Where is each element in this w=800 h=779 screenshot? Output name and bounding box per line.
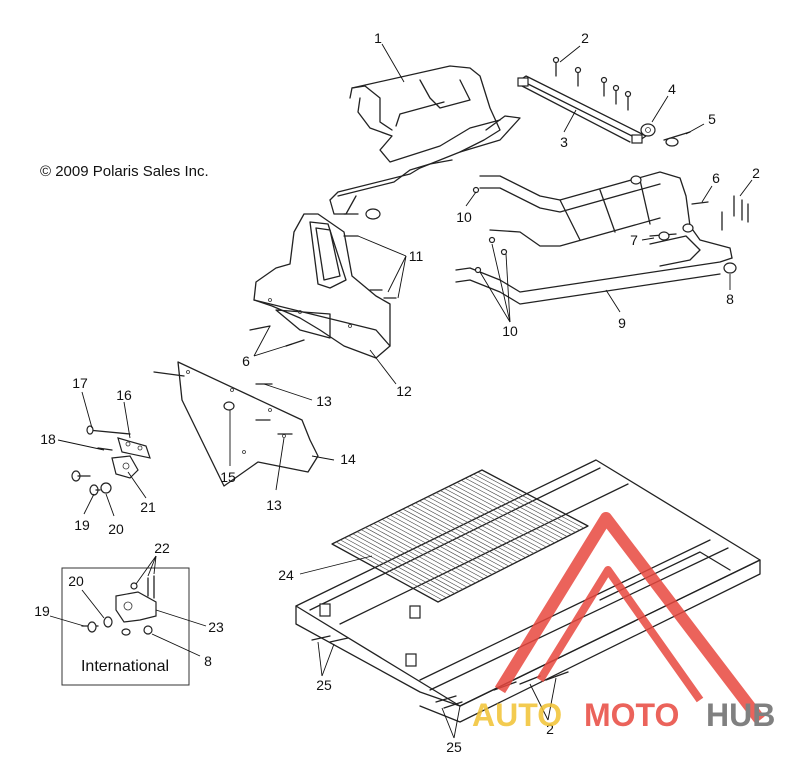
grating-slat (348, 535, 455, 594)
watermark-auto: AUTO (472, 697, 562, 733)
grating-slat (423, 498, 530, 556)
bolts-11 (343, 213, 397, 299)
callout-5: 5 (708, 111, 716, 127)
grating-slat (373, 523, 480, 582)
watermark-logo: AUTO MOTO HUB (472, 512, 775, 733)
grating-slat (394, 512, 501, 571)
grating-slat (411, 504, 518, 563)
grating-slat (365, 527, 472, 586)
grating-slat (344, 537, 451, 596)
callout-13-bottom: 13 (266, 497, 282, 513)
callout-3: 3 (560, 134, 568, 150)
callout-17: 17 (72, 375, 88, 391)
callout-10-top: 10 (456, 209, 472, 225)
bolt-7 (649, 231, 677, 241)
part-rear-frame (455, 171, 733, 305)
grating-slat (386, 517, 493, 575)
part-grating (331, 469, 589, 603)
grating-slat (477, 471, 584, 529)
callout-9: 9 (618, 315, 626, 331)
grating-slat (390, 514, 497, 573)
nut-4 (640, 123, 656, 137)
grating-slat (352, 533, 459, 592)
grating-slat (336, 541, 443, 601)
bolt-group-right (721, 195, 749, 231)
callout-18: 18 (40, 431, 56, 447)
grating-slat (452, 484, 559, 542)
grating-slat (448, 486, 555, 544)
grating-slat (402, 508, 509, 567)
callout-12: 12 (396, 383, 412, 399)
grating-slat (381, 519, 489, 577)
callout-24: 24 (278, 567, 294, 583)
grating-slat (427, 496, 534, 554)
grating-slat (469, 475, 576, 533)
part-hitch-bracket (253, 213, 391, 359)
part-flap (177, 361, 319, 487)
callout-11: 11 (409, 248, 424, 264)
callout-4: 4 (668, 81, 676, 97)
callout-16: 16 (116, 387, 132, 403)
grating-slat (436, 492, 543, 550)
callout-25-upper: 25 (316, 677, 332, 693)
part-cross-bar (517, 75, 647, 144)
callout-15: 15 (220, 469, 236, 485)
callout-8-inset: 8 (204, 653, 212, 669)
copyright-text: © 2009 Polaris Sales Inc. (40, 163, 209, 180)
callout-19-inset: 19 (34, 603, 50, 619)
part-front-rack (329, 65, 521, 220)
grating-slat (461, 480, 568, 537)
international-label: International (81, 658, 169, 675)
bolts-13 (153, 371, 293, 435)
callouts: 1 2 3 4 5 6 2 7 10 11 6 12 10 8 9 17 (34, 30, 760, 755)
hitch-pin-assembly (71, 425, 151, 496)
callout-20-inset: 20 (68, 573, 84, 589)
callout-25-lower: 25 (446, 739, 462, 755)
callout-14: 14 (340, 451, 356, 467)
callout-20: 20 (108, 521, 124, 537)
callout-23: 23 (208, 619, 224, 635)
bolt-5 (663, 131, 691, 147)
grating-slat (444, 488, 551, 546)
grating-slat (465, 477, 572, 535)
callout-2-top: 2 (581, 30, 589, 46)
callout-19: 19 (74, 517, 90, 533)
callout-13-top: 13 (316, 393, 332, 409)
bolts-6-left (249, 325, 305, 347)
grating-slat (369, 525, 476, 584)
nut-8 (723, 262, 737, 274)
grating-slat (356, 531, 464, 590)
callout-2-right: 2 (752, 165, 760, 181)
callout-6-left: 6 (242, 353, 250, 369)
grating-slat (340, 539, 447, 599)
grating-slat (440, 490, 547, 548)
callout-21: 21 (140, 499, 156, 515)
callout-10-bottom: 10 (502, 323, 518, 339)
grating-slat (377, 521, 484, 580)
grating-slat (419, 500, 526, 558)
watermark-moto: MOTO (584, 697, 679, 733)
callout-8-right: 8 (726, 291, 734, 307)
callout-2-bottom: 2 (546, 721, 554, 737)
bolt-6-right (691, 201, 709, 205)
grating-slat (415, 502, 522, 561)
callout-22: 22 (154, 540, 170, 556)
callout-6-right: 6 (712, 170, 720, 186)
grating-slat (406, 506, 514, 565)
grating-slat (361, 529, 468, 588)
international-inset (61, 567, 190, 686)
grating-slat (431, 494, 539, 552)
watermark-hub: HUB (706, 697, 775, 733)
grating-slat (398, 510, 505, 569)
grating-slat (473, 473, 580, 531)
grating-slat (456, 482, 564, 539)
callout-7: 7 (630, 232, 638, 248)
callout-1: 1 (374, 30, 382, 46)
bolt-group-top (552, 56, 632, 111)
